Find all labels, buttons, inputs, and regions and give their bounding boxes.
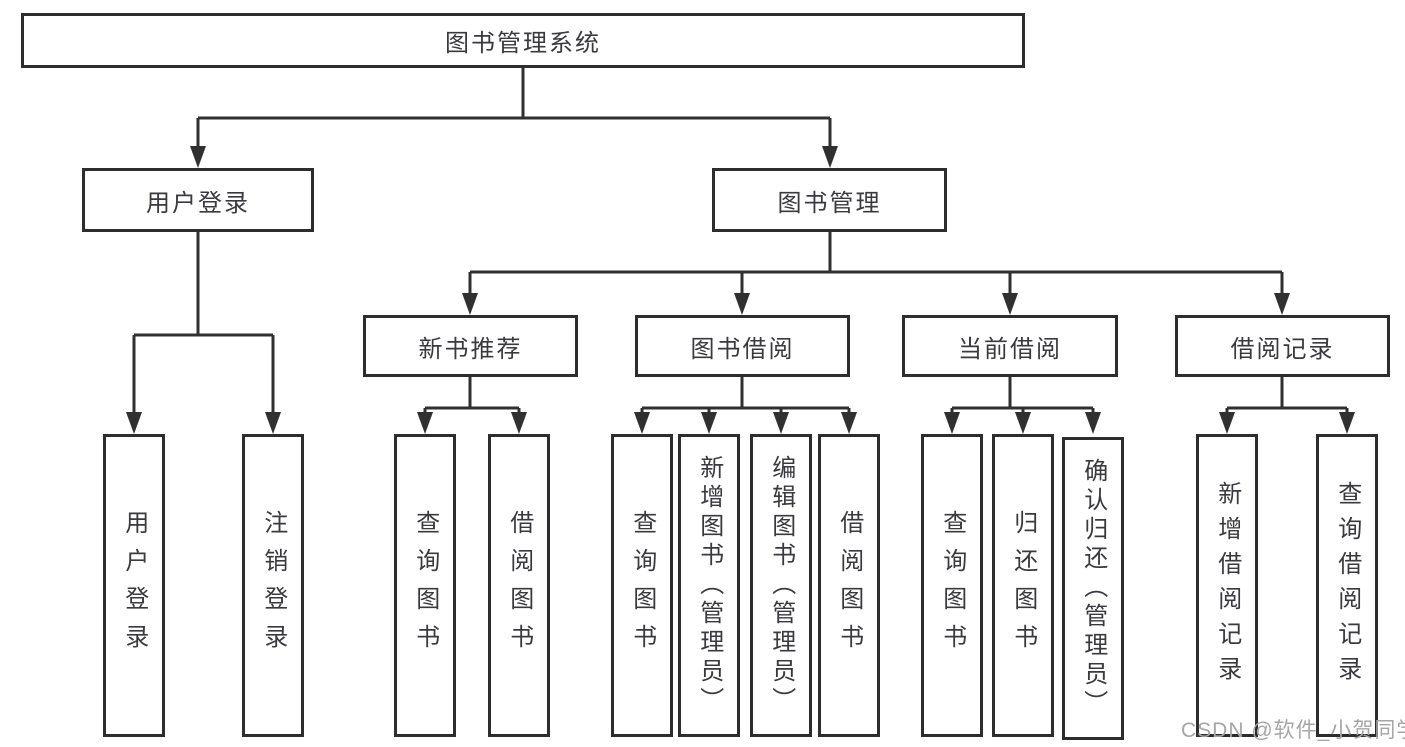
node-leaf-current-query-books: 查询图书 [921, 434, 983, 737]
node-leaf-current-return-books: 归还图书 [992, 434, 1054, 737]
node-label: 图书管理系统 [445, 30, 601, 57]
node-leaf-user-login: 用户登录 [103, 434, 165, 737]
node-leaf-borrowing-borrow-books: 借阅图书 [818, 434, 880, 737]
csdn-watermark: CSDN @软件_小贺同学 [1181, 719, 1405, 742]
node-new-book-recommend: 新书推荐 [363, 315, 578, 377]
node-label: 查询图书 [411, 509, 439, 662]
node-label: 查询图书 [938, 509, 966, 662]
node-root-system: 图书管理系统 [21, 13, 1025, 68]
node-leaf-borrowing-add-books-admin: 新增图书（管理员） [678, 434, 740, 737]
node-label: 确认归还（管理员） [1079, 458, 1107, 719]
node-label: 图书管理 [777, 189, 882, 217]
node-label: 新增图书（管理员） [695, 455, 723, 716]
node-leaf-recommend-borrow-books: 借阅图书 [488, 434, 550, 737]
node-leaf-borrowing-edit-books-admin: 编辑图书（管理员） [750, 434, 812, 737]
node-user-login: 用户登录 [82, 168, 314, 232]
node-label: 图书借阅 [690, 335, 795, 363]
node-leaf-current-confirm-return-admin: 确认归还（管理员） [1062, 437, 1124, 740]
node-leaf-recommend-query-books: 查询图书 [394, 434, 456, 737]
node-leaf-records-add-record: 新增借阅记录 [1196, 434, 1258, 737]
node-current-borrowing: 当前借阅 [902, 315, 1118, 377]
node-label: 借阅图书 [835, 509, 863, 662]
node-label: 新书推荐 [418, 335, 523, 363]
node-label: 查询借阅记录 [1333, 480, 1361, 691]
node-label: 用户登录 [146, 189, 250, 217]
node-label: 查询图书 [628, 509, 656, 662]
node-leaf-logout: 注销登录 [242, 434, 304, 737]
node-borrowing-records: 借阅记录 [1175, 315, 1390, 377]
node-label: 用户登录 [120, 509, 148, 662]
node-label: 归还图书 [1009, 509, 1037, 662]
node-leaf-records-query-record: 查询借阅记录 [1316, 434, 1378, 737]
node-book-borrowing: 图书借阅 [635, 315, 850, 377]
node-label: 当前借阅 [958, 335, 1062, 363]
node-label: 新增借阅记录 [1213, 480, 1241, 691]
node-label: 借阅图书 [505, 509, 533, 662]
node-book-management: 图书管理 [712, 168, 947, 232]
node-label: 借阅记录 [1230, 335, 1335, 363]
node-label: 编辑图书（管理员） [767, 455, 795, 716]
node-label: 注销登录 [259, 509, 287, 662]
node-leaf-borrowing-query-books: 查询图书 [611, 434, 673, 737]
